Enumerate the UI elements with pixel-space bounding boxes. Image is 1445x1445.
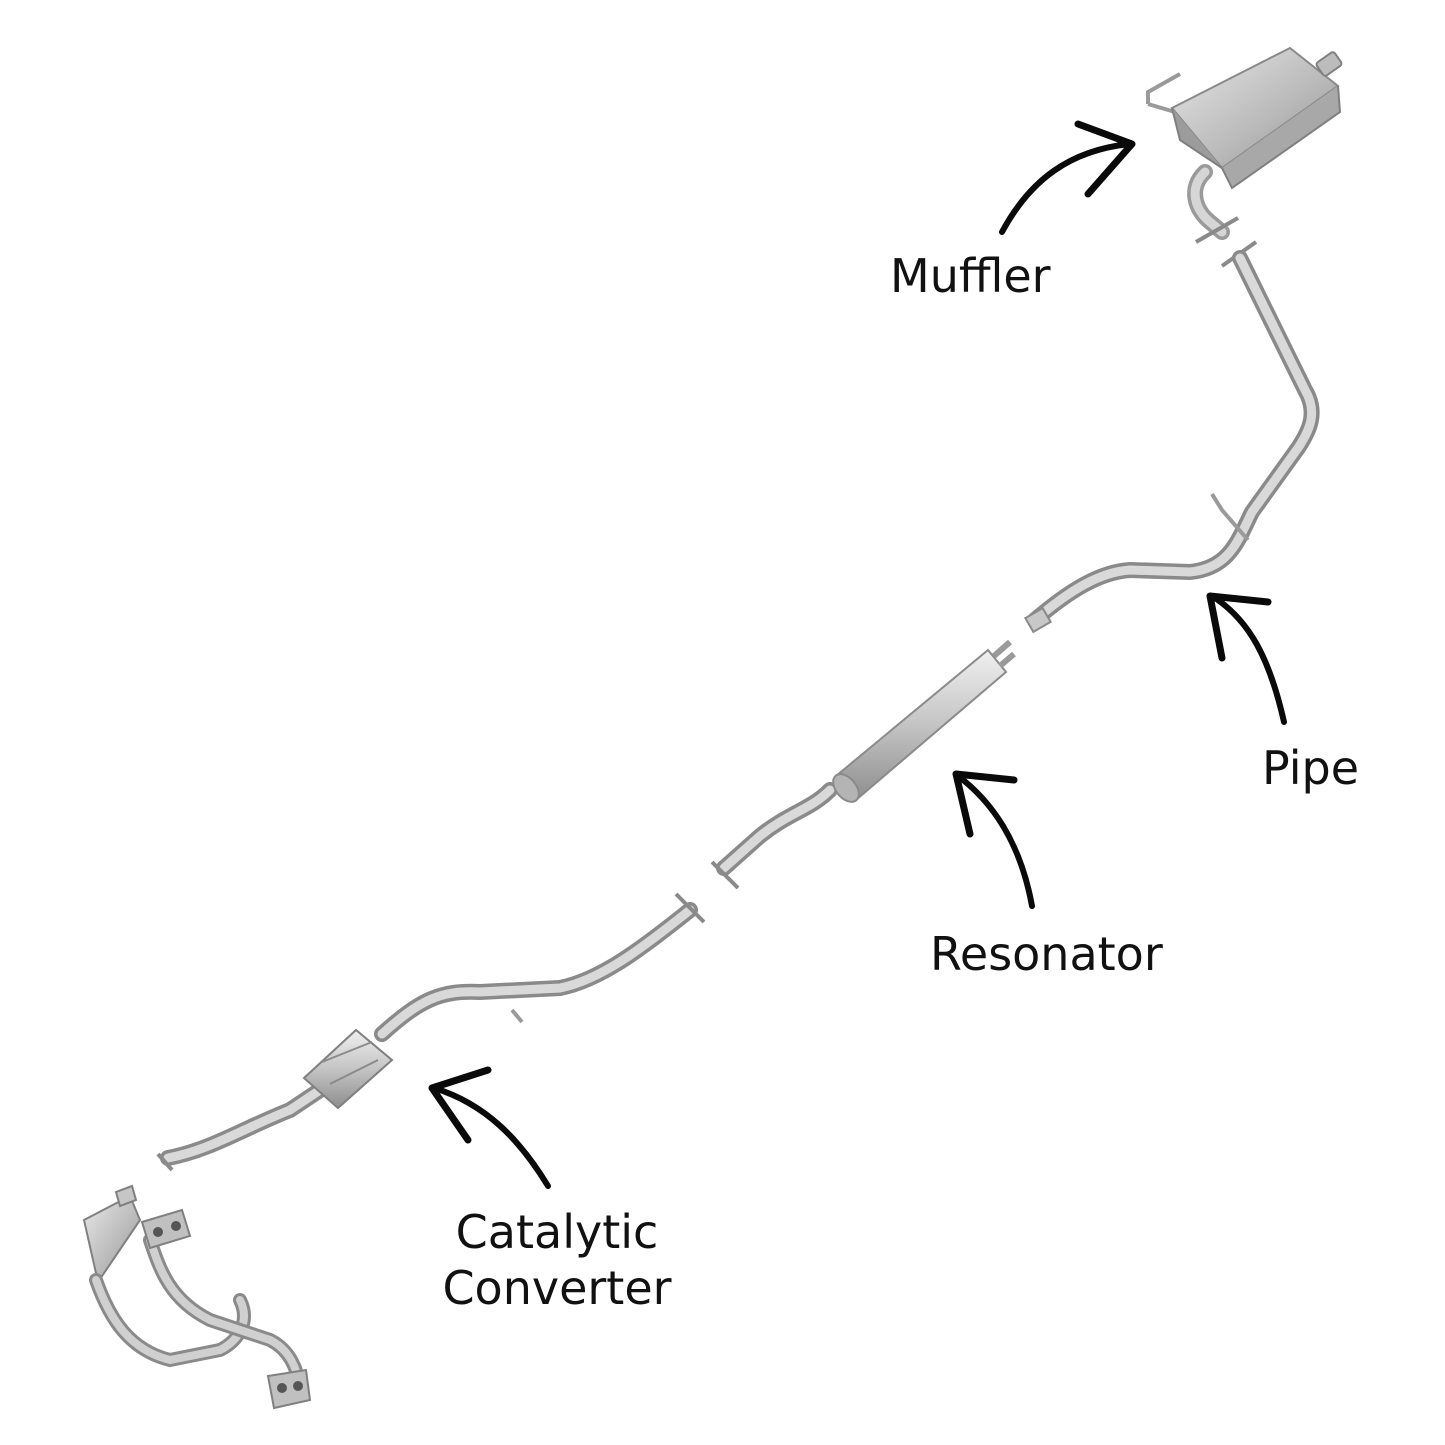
muffler-label: Muffler [890, 249, 1051, 303]
curved-arrow-icon [999, 141, 1133, 235]
arrow-to-pipe [1206, 592, 1287, 725]
curved-arrow-icon [431, 1085, 551, 1189]
label-muffler: Muffler [890, 248, 1051, 304]
pipe-part [1023, 240, 1320, 634]
catalytic-converter-part [156, 892, 706, 1172]
curved-arrow-icon [955, 773, 1035, 909]
header-manifold-part [82, 1184, 312, 1410]
pipe-label: Pipe [1262, 741, 1360, 795]
arrow-to-catalytic-converter [428, 1066, 551, 1189]
resonator-label: Resonator [930, 927, 1163, 981]
label-pipe: Pipe [1262, 740, 1359, 796]
label-catalytic-converter: Catalytic Converter [432, 1204, 682, 1316]
curved-arrow-icon [1209, 593, 1287, 725]
arrow-to-resonator [952, 770, 1035, 909]
label-resonator: Resonator [930, 926, 1163, 982]
arrow-to-muffler [999, 120, 1136, 235]
catalytic-label-line2: Converter [442, 1261, 672, 1315]
muffler-part [1146, 46, 1343, 244]
catalytic-label-line1: Catalytic [455, 1205, 659, 1259]
resonator-part [710, 639, 1016, 890]
